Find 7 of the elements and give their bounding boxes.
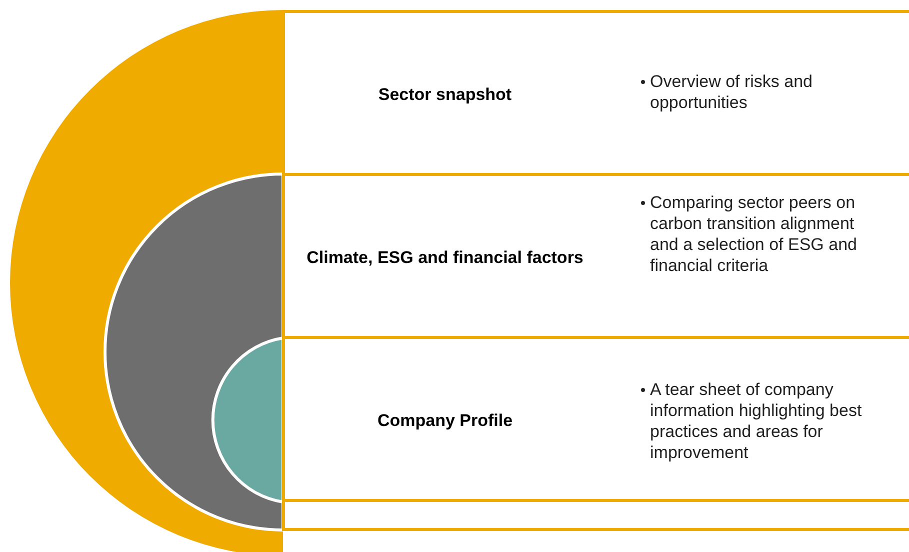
row-heading: Sector snapshot <box>377 85 513 105</box>
bullet-text: Overview of risks and opportunities <box>650 71 814 113</box>
row-box <box>282 10 909 176</box>
bullet-text: Comparing sector peers on carbon transition alignment and a selection of ESG and financial criteria <box>650 192 858 276</box>
row-heading: Company Profile <box>376 411 514 431</box>
bullet-text: A tear sheet of company information highlighting best practices and areas for improvement <box>650 379 863 463</box>
row-heading: Climate, ESG and financial factors <box>306 248 584 268</box>
